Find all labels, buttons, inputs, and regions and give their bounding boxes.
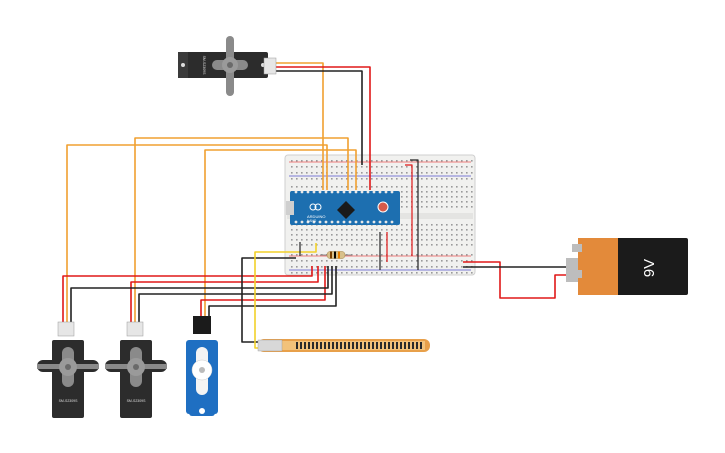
battery-voltage-label: 9V xyxy=(641,259,658,277)
servo-left-model-label: SM-S2309S xyxy=(59,399,79,403)
usb-connector xyxy=(286,201,294,215)
arduino-nano: ARDUINO NANO xyxy=(286,190,400,225)
resistor xyxy=(320,251,352,259)
battery-9v: 9V xyxy=(566,238,688,295)
servo-top-connector xyxy=(263,57,277,75)
servo-middle-model-label: SM-S2309S xyxy=(127,399,147,403)
servo-left: SM-S2309S xyxy=(37,321,99,418)
servo-top: SM-S2309S xyxy=(178,36,277,96)
flex-sensor xyxy=(257,339,430,352)
microcontroller-chip xyxy=(337,201,355,219)
servo-blue-connector xyxy=(193,316,211,334)
servo-middle-connector xyxy=(126,321,144,337)
servo-blue xyxy=(186,316,218,416)
reset-button xyxy=(377,201,389,213)
servo-top-model-label: SM-S2309S xyxy=(202,56,206,76)
arduino-pin-headers xyxy=(294,190,394,224)
servo-left-connector xyxy=(57,321,75,337)
arduino-model-label: NANO xyxy=(307,219,317,223)
arduino-logo-icon xyxy=(309,203,317,211)
arduino-brand-label: ARDUINO xyxy=(307,214,325,219)
servo-middle: SM-S2309S xyxy=(105,321,167,418)
